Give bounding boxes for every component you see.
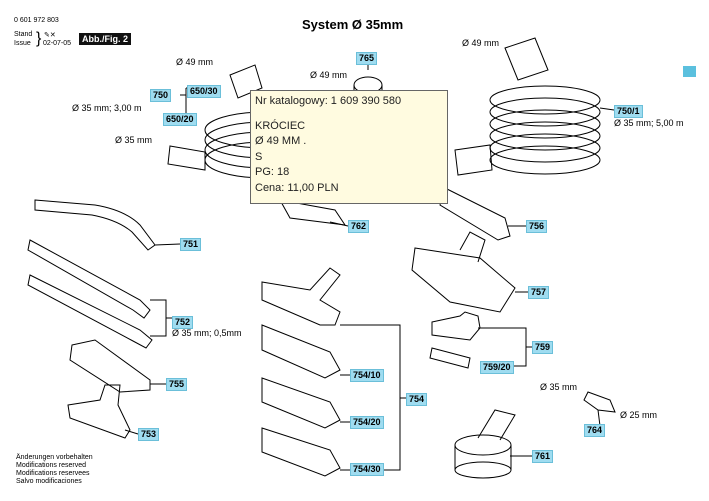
part-tag-762[interactable]: 762 xyxy=(348,220,370,233)
bent-tube-751 xyxy=(34,199,156,251)
tube-756 xyxy=(439,187,511,241)
tooltip-unit: S xyxy=(255,150,263,163)
nozzle-755 xyxy=(69,339,151,393)
footer-line-4: Salvo modificaciones xyxy=(16,478,82,485)
dim-49-left: Ø 49 mm xyxy=(176,57,214,67)
part-tag-750[interactable]: 750 xyxy=(150,89,172,102)
reducer-764 xyxy=(583,391,616,413)
issue-date: 02-07-05 xyxy=(43,40,72,47)
dim-35-left: Ø 35 mm xyxy=(115,135,153,145)
dim-49-mid: Ø 49 mm xyxy=(310,70,348,80)
part-tag-754-30[interactable]: 754/30 xyxy=(350,463,384,476)
part-tag-757[interactable]: 757 xyxy=(528,286,550,299)
page-title: System Ø 35mm xyxy=(302,17,404,32)
nozzle-759 xyxy=(431,311,481,341)
part-tag-756[interactable]: 756 xyxy=(526,220,548,233)
floor-nozzle-757 xyxy=(411,247,516,313)
tube-752-b xyxy=(27,274,153,349)
brush-strip-759-20 xyxy=(429,347,471,369)
bracket-752 xyxy=(150,299,172,337)
footer-line-3: Modifications reservees xyxy=(16,470,90,477)
doc-number: 0 601 972 803 xyxy=(14,17,59,24)
part-tag-650-30[interactable]: 650/30 xyxy=(187,85,221,98)
tooltip-size: Ø 49 MM . xyxy=(255,135,307,147)
issue-label: Issue xyxy=(14,40,31,47)
footer-line-1: Änderungen vorbehalten xyxy=(16,454,93,461)
part-tag-754-10[interactable]: 754/10 xyxy=(350,369,384,382)
bracket-750 xyxy=(180,87,190,121)
part-tag-751[interactable]: 751 xyxy=(180,238,202,251)
part-tag-754-20[interactable]: 754/20 xyxy=(350,416,384,429)
part-tag-754[interactable]: 754 xyxy=(406,393,428,406)
floor-nozzle-754 xyxy=(261,267,341,326)
squeegee-754-30 xyxy=(261,427,341,477)
part-tag-764[interactable]: 764 xyxy=(584,424,606,437)
part-tag-759-20[interactable]: 759/20 xyxy=(480,361,514,374)
squeegee-754-10 xyxy=(261,324,341,379)
part-tag-765[interactable]: 765 xyxy=(356,52,378,65)
part-tag-755[interactable]: 755 xyxy=(166,378,188,391)
part-tag-750-1[interactable]: 750/1 xyxy=(614,105,643,118)
tooltip-pg: PG: 18 xyxy=(255,166,290,178)
hose-750-1 xyxy=(454,37,601,176)
brace-icon: } xyxy=(36,30,42,47)
tube-752-a xyxy=(27,239,151,319)
dim-35-05: Ø 35 mm; 0,5mm xyxy=(172,328,242,338)
figure-label: Abb./Fig. 2 xyxy=(79,33,131,45)
edit-icon: ✎✕ xyxy=(44,32,56,39)
dim-35-3m: Ø 35 mm; 3,00 m xyxy=(72,103,142,113)
round-brush-761 xyxy=(454,409,516,479)
footer-line-2: Modifications reserved xyxy=(16,462,87,469)
dim-35-764: Ø 35 mm xyxy=(540,382,578,392)
dim-25-764: Ø 25 mm xyxy=(620,410,658,420)
part-tag-759[interactable]: 759 xyxy=(532,341,554,354)
tooltip-price: Cena: 11,00 PLN xyxy=(255,181,339,194)
nozzle-753 xyxy=(67,384,131,439)
part-tag-752[interactable]: 752 xyxy=(172,316,194,329)
side-marker xyxy=(683,66,696,77)
tooltip-catalog-number: Nr katalogowy: 1 609 390 580 xyxy=(255,95,402,107)
part-tag-761[interactable]: 761 xyxy=(532,450,554,463)
dim-35-5m: Ø 35 mm; 5,00 m xyxy=(614,118,684,128)
part-tag-650-20[interactable]: 650/20 xyxy=(163,113,197,126)
bracket-754 xyxy=(340,324,406,471)
dim-49-right: Ø 49 mm xyxy=(462,38,500,48)
stand-label: Stand xyxy=(14,31,33,38)
part-tag-753[interactable]: 753 xyxy=(138,428,160,441)
squeegee-754-20 xyxy=(261,377,341,429)
tooltip-part-name: KRÓCIEC xyxy=(255,119,306,132)
part-info-tooltip: Nr katalogowy: 1 609 390 580 KRÓCIEC Ø 4… xyxy=(250,90,448,204)
